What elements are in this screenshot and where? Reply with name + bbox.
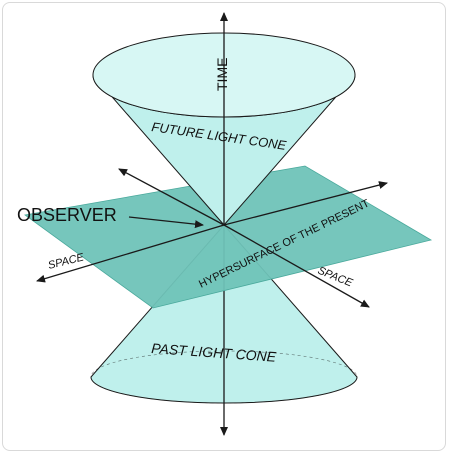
- space-axis-right-down: [223, 224, 370, 308]
- observer-label: OBSERVER: [17, 205, 117, 225]
- observer-arrow: [128, 216, 204, 229]
- space-axis-left: [36, 224, 225, 283]
- space-right-label: SPACE: [316, 265, 355, 290]
- space-axis-left-up: [118, 168, 225, 226]
- diagram-frame: TIME FUTURE LIGHT CONE OBSERVER SPACE HY…: [2, 2, 446, 451]
- time-label: TIME: [214, 58, 230, 91]
- spacetime-diagram: TIME FUTURE LIGHT CONE OBSERVER SPACE HY…: [17, 12, 433, 436]
- space-axis-right-up: [223, 181, 388, 226]
